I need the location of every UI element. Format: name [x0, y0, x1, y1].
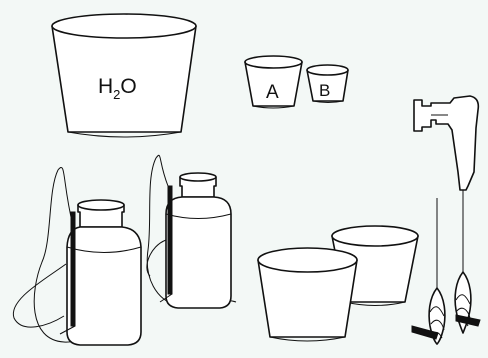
cup-a-label: A: [266, 82, 279, 103]
cup-b-icon: B: [306, 64, 349, 103]
cup-a-icon: A: [244, 55, 303, 109]
mixing-paddle-icon: [411, 198, 446, 345]
cup-b-label: B: [319, 81, 330, 100]
mixing-bucket-front-icon: [257, 247, 358, 342]
sprayer-bottle-back-icon: [146, 154, 237, 309]
water-label: H2O: [98, 75, 137, 102]
sprayer-bottle-front-icon: [12, 167, 142, 346]
water-bucket-icon: H2O: [51, 13, 197, 138]
mixer-drill-icon: [413, 95, 481, 334]
